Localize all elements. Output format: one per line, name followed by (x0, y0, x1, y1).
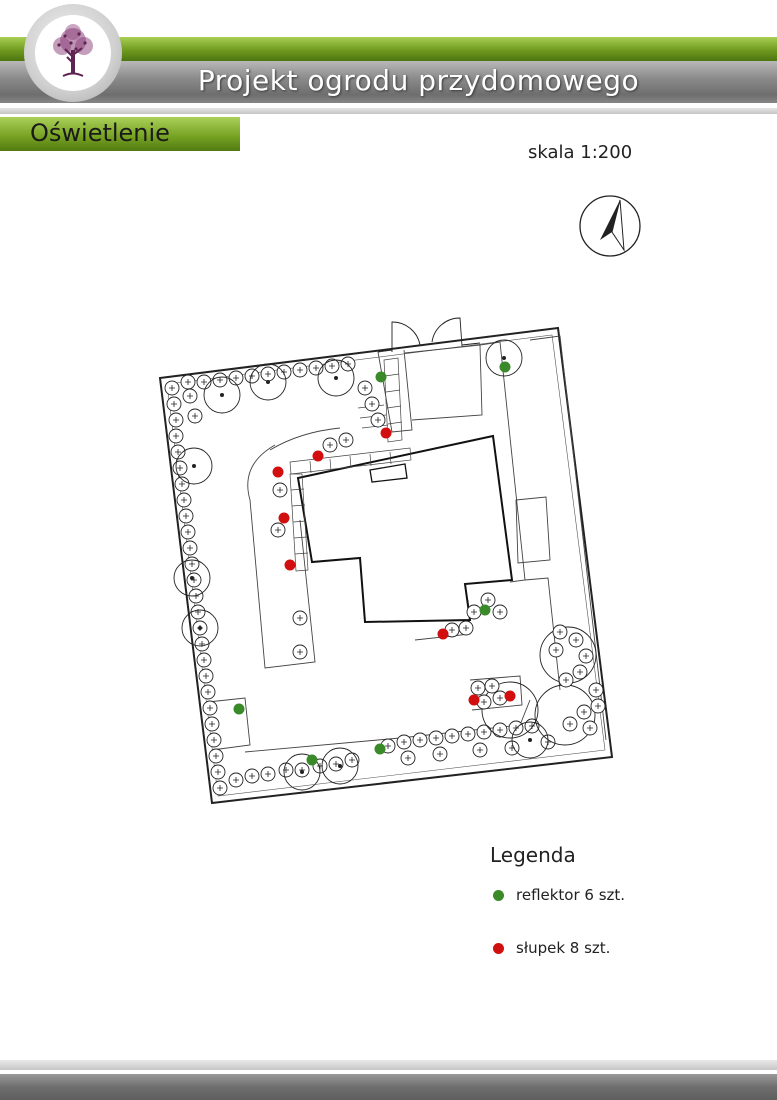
hedge-west (164, 380, 228, 796)
tree-group-east (470, 624, 606, 746)
slupek-markers (272, 427, 516, 706)
section-tab: Oświetlenie (0, 117, 240, 151)
garden-plan (158, 317, 614, 805)
slupek-light (272, 466, 284, 478)
tree-icon (53, 24, 93, 77)
reflektor-light (306, 754, 318, 766)
reflektor-light (374, 743, 386, 755)
green-dot-icon (493, 890, 504, 901)
header-divider (0, 108, 777, 114)
reflektor-light (375, 371, 387, 383)
legend-label: słupek 8 szt. (516, 939, 611, 957)
footer-band (0, 1074, 777, 1100)
house (296, 434, 514, 624)
reflektor-light (479, 604, 491, 616)
header-green-band (0, 37, 777, 61)
reflektor-light (499, 361, 511, 373)
slupek-light (278, 512, 290, 524)
section-label: Oświetlenie (30, 119, 170, 147)
hedge-south (228, 718, 556, 791)
paths (207, 335, 607, 753)
header-gray-band (0, 61, 777, 103)
legend-label: reflektor 6 szt. (516, 886, 626, 904)
red-dot-icon (493, 943, 504, 954)
slupek-light (380, 427, 392, 439)
entrance-gates (377, 317, 481, 353)
slupek-light (468, 694, 480, 706)
reflektor-markers (233, 361, 511, 766)
north-arrow-icon (579, 195, 641, 257)
terrace-tiles (289, 357, 412, 572)
hedge-north (180, 356, 386, 428)
slupek-light (437, 628, 449, 640)
page-title: Projekt ogrodu przydomowego (197, 64, 640, 97)
reflektor-light (233, 703, 245, 715)
legend-title: Legenda (490, 843, 576, 867)
slupek-light (312, 450, 324, 462)
slupek-light (284, 559, 296, 571)
footer-divider (0, 1060, 777, 1070)
logo (24, 4, 122, 102)
scale-label: skala 1:200 (528, 142, 633, 163)
slupek-light (504, 690, 516, 702)
